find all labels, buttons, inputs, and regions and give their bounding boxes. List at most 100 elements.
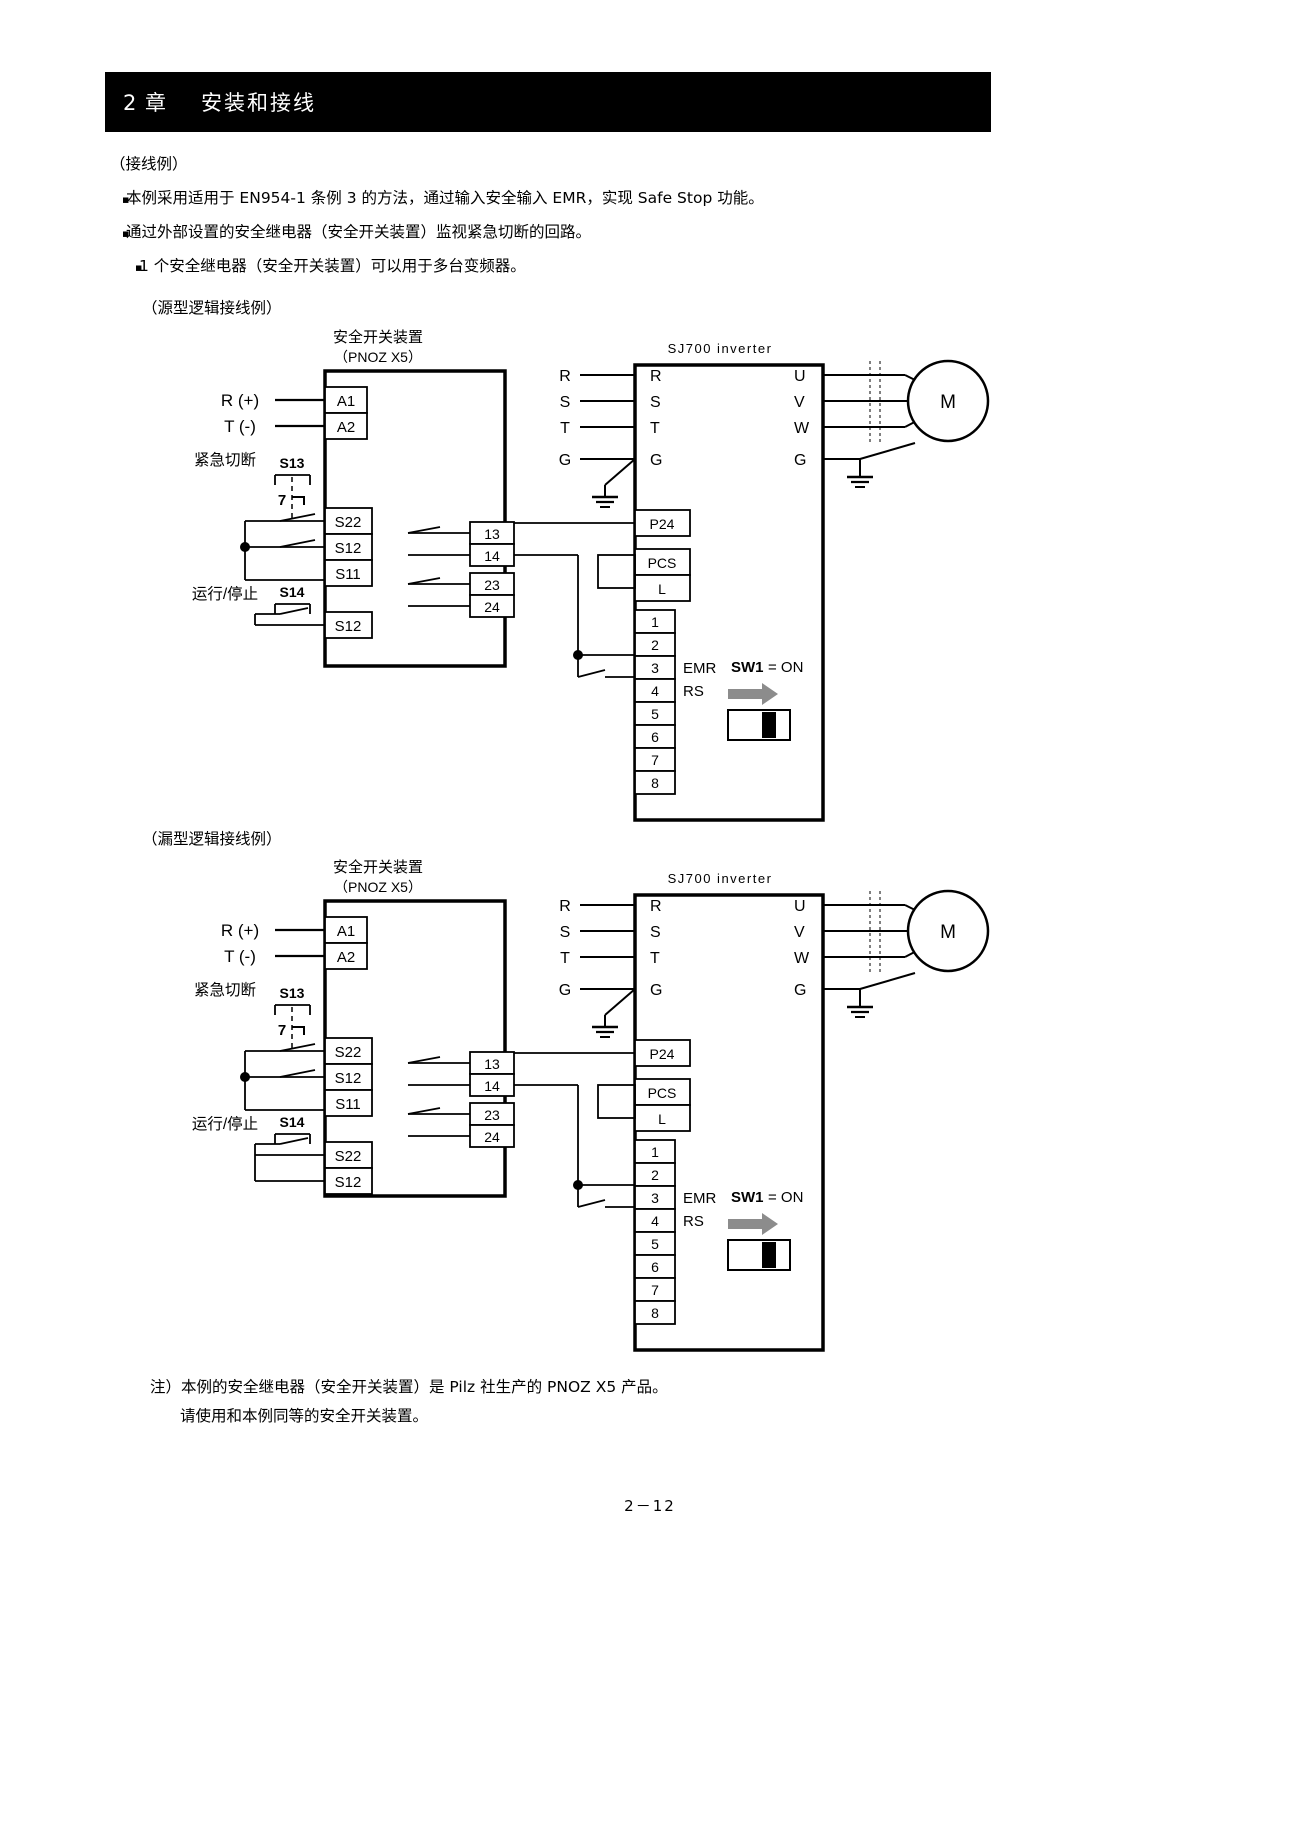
d1-io-4-name: RS [683, 683, 704, 700]
d2-junction-dot [240, 1072, 250, 1082]
d2-relay-title: 安全开关装置 [333, 858, 423, 876]
d2-sw1-arrow-icon [728, 1213, 778, 1235]
d2-term-s22-box [324, 1037, 373, 1065]
d1-inverter-title: SJ700 inverter [668, 341, 773, 356]
d1-junction-dot [240, 542, 250, 552]
d2-relay-subtitle: （PNOZ X5） [334, 879, 422, 895]
d2-inverter-title: SJ700 inverter [668, 871, 773, 886]
d1-pwr-g: G [559, 452, 571, 469]
d2-term-l-box [634, 1104, 691, 1132]
diagram1-caption: （源型逻辑接线例） [142, 299, 282, 317]
d1-term-a2-box [324, 412, 368, 440]
d2-motor-circle [906, 889, 990, 973]
d1-io-4: 4 [651, 683, 659, 699]
d1-runstop-contact [279, 607, 309, 615]
d2-sw1-state: = ON [768, 1189, 803, 1206]
d2-sw1-label: SW1 [731, 1189, 764, 1206]
d1-term-s22-box [324, 507, 373, 535]
d2-term-14: 14 [484, 1078, 500, 1094]
d1-io-8-box [634, 770, 676, 795]
d1-term-p24-box [634, 509, 691, 537]
footer-note: 注）本例的安全继电器（安全开关装置）是 Pilz 社生产的 PNOZ X5 产品… [150, 1373, 668, 1431]
d1-term-p24: P24 [650, 516, 675, 532]
d2-term-s22: S22 [335, 1044, 362, 1061]
d2-term-s11: S11 [335, 1096, 361, 1113]
d1-term-23: 23 [484, 577, 500, 593]
d1-sw1-state: = ON [768, 659, 803, 676]
d1-c13-arm [407, 526, 441, 534]
d2-s13-bracket [274, 1004, 311, 1015]
d2-term-13: 13 [484, 1056, 500, 1072]
d2-gnd-lead [604, 988, 636, 1016]
d1-s14-bracket [274, 603, 311, 614]
d1-term-a1: A1 [337, 393, 355, 410]
d2-s13-label: S13 [280, 985, 305, 1001]
d1-term-s12b-box [324, 611, 373, 639]
d2-term-24: 24 [484, 1129, 500, 1145]
d2-motor-label: M [940, 922, 956, 943]
d1-relay-subtitle: （PNOZ X5） [334, 349, 422, 365]
d2-sw1-switch-body [727, 1239, 791, 1271]
d2-term-23: 23 [484, 1107, 500, 1123]
d2-term-l: L [658, 1111, 666, 1127]
d1-term-14: 14 [484, 548, 500, 564]
footer-note-line1: 注）本例的安全继电器（安全开关装置）是 Pilz 社生产的 PNOZ X5 产品… [150, 1378, 668, 1396]
footer-note-line2: 请使用和本例同等的安全开关装置。 [180, 1407, 429, 1425]
d1-io-2: 2 [651, 637, 659, 653]
d1-s13-label: S13 [280, 455, 305, 471]
d1-inv-out-v: V [794, 394, 805, 411]
d1-contact-2 [279, 539, 316, 548]
d1-mot-gnd-lead [859, 442, 916, 460]
d1-pwr-s: S [560, 394, 571, 411]
d1-term-pcs: PCS [648, 555, 677, 571]
intro-title: （接线例） [110, 155, 188, 173]
intro-bullet-1-text: 本例采用适用于 EN954-1 条例 3 的方法，通过输入安全输入 EMR，实现… [126, 189, 764, 207]
d1-sw1-switch-lever [762, 712, 776, 738]
d1-relay-title: 安全开关装置 [333, 328, 423, 346]
d1-inv-out-u: U [794, 368, 806, 385]
intro-bullet-2-text: 通过外部设置的安全继电器（安全开关装置）监视紧急切断的回路。 [126, 223, 592, 241]
diagram1-svg: 安全开关装置 （PNOZ X5） SJ700 inverter R (+) T … [192, 328, 990, 822]
d2-contact-2 [279, 1069, 316, 1078]
d2-term-s12c-box [324, 1167, 373, 1195]
d2-io-3-name: EMR [683, 1190, 717, 1207]
d2-inv-in-r: R [650, 898, 662, 915]
bullet-marker-icon: ▪ [122, 193, 130, 206]
d1-inv-out-w: W [794, 420, 810, 437]
d2-term-s12-box [324, 1063, 373, 1091]
d1-s13-arrow-glyph: 7 [278, 492, 286, 509]
d1-emergency-label: 紧急切断 [194, 451, 256, 469]
d1-term-s12: S12 [335, 540, 362, 557]
d2-inv-in-g: G [650, 982, 662, 999]
diagram-source-logic: 安全开关装置 （PNOZ X5） SJ700 inverter R (+) T … [180, 325, 1000, 835]
d2-inv-out-g: G [794, 982, 806, 999]
d2-s13-arrow-glyph: 7 [278, 1022, 286, 1039]
intro-bullet-2: ▪ 通过外部设置的安全继电器（安全开关装置）监视紧急切断的回路。 [110, 220, 1010, 242]
d1-term-13: 13 [484, 526, 500, 542]
d2-s14-label: S14 [280, 1114, 305, 1130]
diagram2-svg: 安全开关装置 （PNOZ X5） SJ700 inverter R (+) T … [192, 858, 990, 1352]
bullet-marker-icon: ▪ [122, 227, 130, 240]
d2-io-5: 5 [651, 1236, 659, 1252]
d1-io-3-name: EMR [683, 660, 717, 677]
d2-inv-out-u: U [794, 898, 806, 915]
d2-inv-out-v: V [794, 924, 805, 941]
d1-motor-label: M [940, 392, 956, 413]
d1-motor-circle [906, 359, 990, 443]
d2-io-2: 2 [651, 1167, 659, 1183]
d1-pwr-t: T [560, 420, 570, 437]
d2-io-7: 7 [651, 1282, 659, 1298]
d2-term-s22b: S22 [335, 1148, 362, 1165]
d2-sw1-switch-lever [762, 1242, 776, 1268]
d2-term-s12c: S12 [335, 1174, 362, 1191]
d2-mot-gnd-lead [859, 972, 916, 990]
d1-inv-in-s: S [650, 394, 661, 411]
d2-c13-arm [407, 1056, 441, 1064]
d1-io-3: 3 [651, 660, 659, 676]
d1-pwr-r: R [559, 368, 571, 385]
intro-bullet-3: ▪ 1 个安全继电器（安全开关装置）可以用于多台变频器。 [123, 254, 1010, 276]
d1-sw1-switch-body [727, 709, 791, 741]
d2-rs-contact-arm [577, 1199, 606, 1208]
d1-term-s11: S11 [335, 566, 361, 583]
intro-bullet-3-text: 1 个安全继电器（安全开关装置）可以用于多台变频器。 [139, 257, 526, 275]
